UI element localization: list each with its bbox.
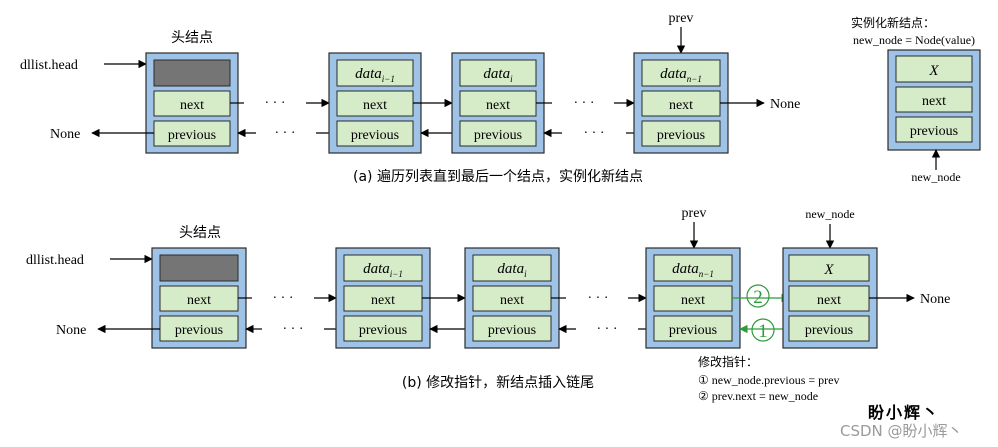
head-node: next previous <box>145 52 239 154</box>
step-2-marker <box>746 284 770 308</box>
none-left-label: None <box>56 323 86 338</box>
step-1-marker-number: 1 <box>758 321 768 342</box>
field-next: next <box>486 98 510 113</box>
field-data: datai <box>483 66 513 84</box>
new-node-b: X next previous <box>782 247 878 349</box>
step-2-text: ② prev.next = new_node <box>698 389 818 403</box>
field-previous: previous <box>175 323 223 338</box>
node-data-n-minus-1: datan−1 next previous <box>633 52 729 154</box>
dllist-head-label: dllist.head <box>26 253 84 268</box>
field-next: next <box>669 98 693 113</box>
none-left-label: None <box>50 127 80 142</box>
field-next: next <box>187 293 211 308</box>
field-previous: previous <box>351 128 399 143</box>
instantiate-title: 实例化新结点： <box>851 15 935 30</box>
field-data: datai <box>497 261 527 279</box>
field-next: next <box>363 98 387 113</box>
none-right-label: None <box>920 292 950 307</box>
field-previous: previous <box>657 128 705 143</box>
ellipsis: · · · <box>265 96 286 111</box>
field-next: next <box>500 293 524 308</box>
instantiate-code: new_node = Node(value) <box>853 33 975 47</box>
node-data-i-minus-1: datai−1 next previous <box>335 247 431 349</box>
ellipsis: · · · <box>283 322 304 337</box>
diagram-b: 头结点 dllist.head next previous None · · ·… <box>26 206 950 403</box>
head-node: next previous <box>151 247 247 349</box>
prev-label: prev <box>682 206 707 221</box>
field-next: next <box>371 293 395 308</box>
field-x: X <box>928 63 939 79</box>
field-data: datan−1 <box>660 66 702 84</box>
field-data: datai−1 <box>355 66 395 84</box>
new-node-label: new_node <box>911 170 960 184</box>
field-data: datan−1 <box>672 261 714 279</box>
ellipsis: · · · <box>584 126 605 141</box>
ellipsis: · · · <box>597 322 618 337</box>
diagram-a: 头结点 dllist.head next previous None · · ·… <box>20 11 981 185</box>
field-x: X <box>823 262 834 278</box>
head-node-title: 头结点 <box>171 30 213 46</box>
step-1-marker <box>751 318 775 342</box>
step-1-text: ① new_node.previous = prev <box>698 373 840 387</box>
node-data-i: datai next previous <box>451 52 545 154</box>
head-node-title: 头结点 <box>179 225 221 241</box>
field-previous: previous <box>474 128 522 143</box>
field-next: next <box>681 293 705 308</box>
csdn-watermark: CSDN @盼小辉丶 <box>840 422 963 440</box>
field-next: next <box>922 94 946 109</box>
node-data-i-minus-1: datai−1 next previous <box>328 52 422 154</box>
field-previous: previous <box>669 323 717 338</box>
node-data-i: datai next previous <box>464 247 560 349</box>
field-data: datai−1 <box>363 261 403 279</box>
head-data-field <box>159 254 239 282</box>
ellipsis: · · · <box>273 291 294 306</box>
modify-title: 修改指针： <box>698 354 758 369</box>
node-data-n-minus-1: datan−1 next previous <box>645 247 741 349</box>
caption-b: (b) 修改指针，新结点插入链尾 <box>402 375 594 391</box>
field-next: next <box>817 293 841 308</box>
ellipsis: · · · <box>574 96 595 111</box>
none-right-label: None <box>770 97 800 112</box>
field-previous: previous <box>910 124 958 139</box>
field-previous: previous <box>488 323 536 338</box>
head-data-field <box>153 59 231 87</box>
step-2-marker-number: 2 <box>753 287 763 308</box>
field-previous: previous <box>168 128 216 143</box>
field-next: next <box>180 98 204 113</box>
ellipsis: · · · <box>588 291 609 306</box>
field-previous: previous <box>805 323 853 338</box>
caption-a: (a) 遍历列表直到最后一个结点，实例化新结点 <box>353 168 643 185</box>
new-node-a: X next previous <box>887 49 981 151</box>
dllist-head-label: dllist.head <box>20 58 78 73</box>
prev-label: prev <box>669 11 694 26</box>
new-node-label: new_node <box>805 207 854 221</box>
ellipsis: · · · <box>275 126 296 141</box>
author-signature: 盼小辉丶 <box>868 403 940 422</box>
field-previous: previous <box>359 323 407 338</box>
